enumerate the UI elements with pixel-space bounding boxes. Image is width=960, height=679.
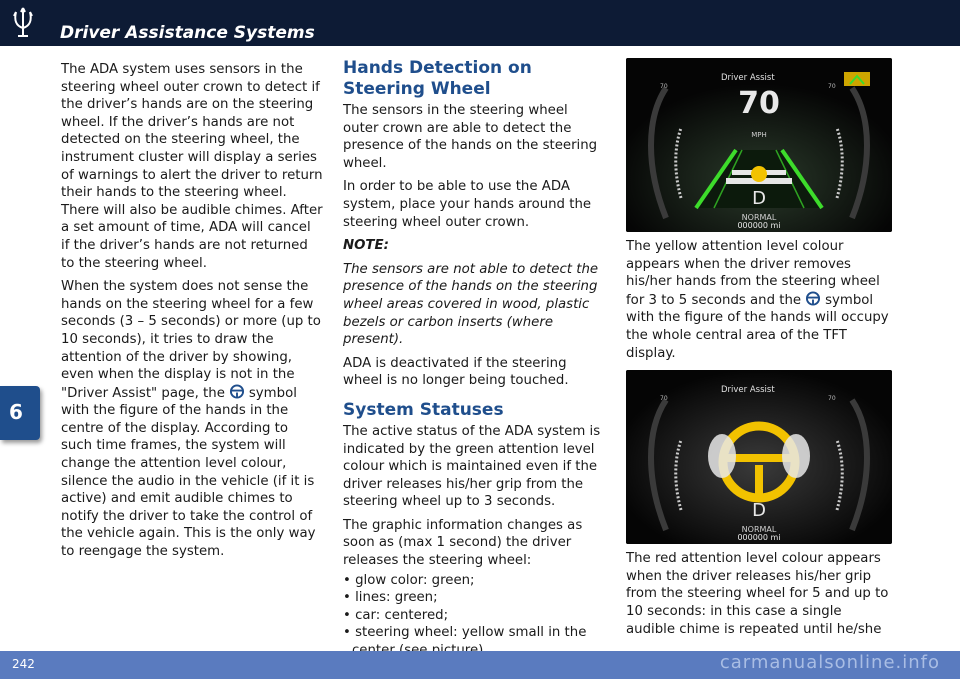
text-span: When the system does not sense the hands… <box>61 279 321 401</box>
steering-wheel-icon <box>806 291 821 306</box>
cluster-title: Driver Assist <box>721 385 775 396</box>
set-speed: 70 <box>660 395 668 403</box>
text-span: symbol with the figure of the hands will… <box>626 292 889 361</box>
column-right: Driver Assist 70 70 70 MPH D NORMAL 0000… <box>626 58 892 644</box>
paragraph: The sensors in the steering wheel outer … <box>343 103 598 171</box>
text-span: symbol with the figure of the hands in t… <box>61 385 316 560</box>
list-item: • lines: green; <box>343 590 438 606</box>
set-speed: 70 <box>828 395 836 403</box>
speed-readout: 70 <box>738 86 780 121</box>
paragraph: ADA is deactivated if the steering wheel… <box>343 355 569 389</box>
bullet-list: • glow color: green; • lines: green; • c… <box>343 572 605 660</box>
note-label: NOTE: <box>343 238 389 254</box>
section-title: Driver Assistance Systems <box>60 23 315 43</box>
text-span: The yellow attention level colour appear… <box>626 239 880 308</box>
page-header: Driver Assistance Systems <box>0 0 960 46</box>
heading-system-statuses: System Statuses <box>343 399 504 420</box>
paragraph: The red attention level colour appears w… <box>626 551 889 637</box>
speed-unit: MPH <box>751 131 767 139</box>
heading-hands-detection: Hands Detection on Steering Wheel <box>343 58 532 99</box>
paragraph: The yellow attention level colour appear… <box>626 238 892 362</box>
cluster-image-green: Driver Assist 70 70 70 MPH D NORMAL 0000… <box>626 58 892 232</box>
page-footer: 242 carmanualsonline.info <box>0 651 960 679</box>
watermark: carmanualsonline.info <box>719 652 940 673</box>
page-number: 242 <box>12 657 35 671</box>
list-item: • car: centered; <box>343 607 449 623</box>
gear-indicator: D <box>752 188 766 209</box>
list-item: • glow color: green; <box>343 572 475 588</box>
paragraph: The graphic information changes as soon … <box>343 517 583 569</box>
cluster-title: Driver Assist <box>721 73 775 83</box>
cluster-image-yellow: Driver Assist 70 70 D NORMAL 000000 mi <box>626 370 892 545</box>
odometer: 000000 mi <box>737 533 781 543</box>
drive-mode: NORMAL <box>741 213 777 222</box>
paragraph: When the system does not sense the hands… <box>61 278 323 561</box>
odometer: 000000 mi <box>737 221 781 230</box>
set-speed: 70 <box>660 83 668 90</box>
paragraph: The ADA system uses sensors in the steer… <box>61 62 323 271</box>
gear-indicator: D <box>752 500 766 522</box>
maserati-trident-logo <box>13 7 33 37</box>
set-speed: 70 <box>828 83 836 90</box>
chapter-number: 6 <box>9 400 23 424</box>
chapter-tab[interactable]: 6 <box>0 386 40 440</box>
note-text: The sensors are not able to detect the p… <box>343 261 599 348</box>
paragraph: The active status of the ADA system is i… <box>343 423 601 510</box>
paragraph: In order to be able to use the ADA syste… <box>343 179 592 230</box>
column-left: The ADA system uses sensors in the steer… <box>61 61 323 567</box>
drive-mode: NORMAL <box>741 525 777 535</box>
steering-wheel-icon <box>229 384 244 399</box>
column-middle: Hands Detection on Steering Wheel The se… <box>343 58 605 660</box>
